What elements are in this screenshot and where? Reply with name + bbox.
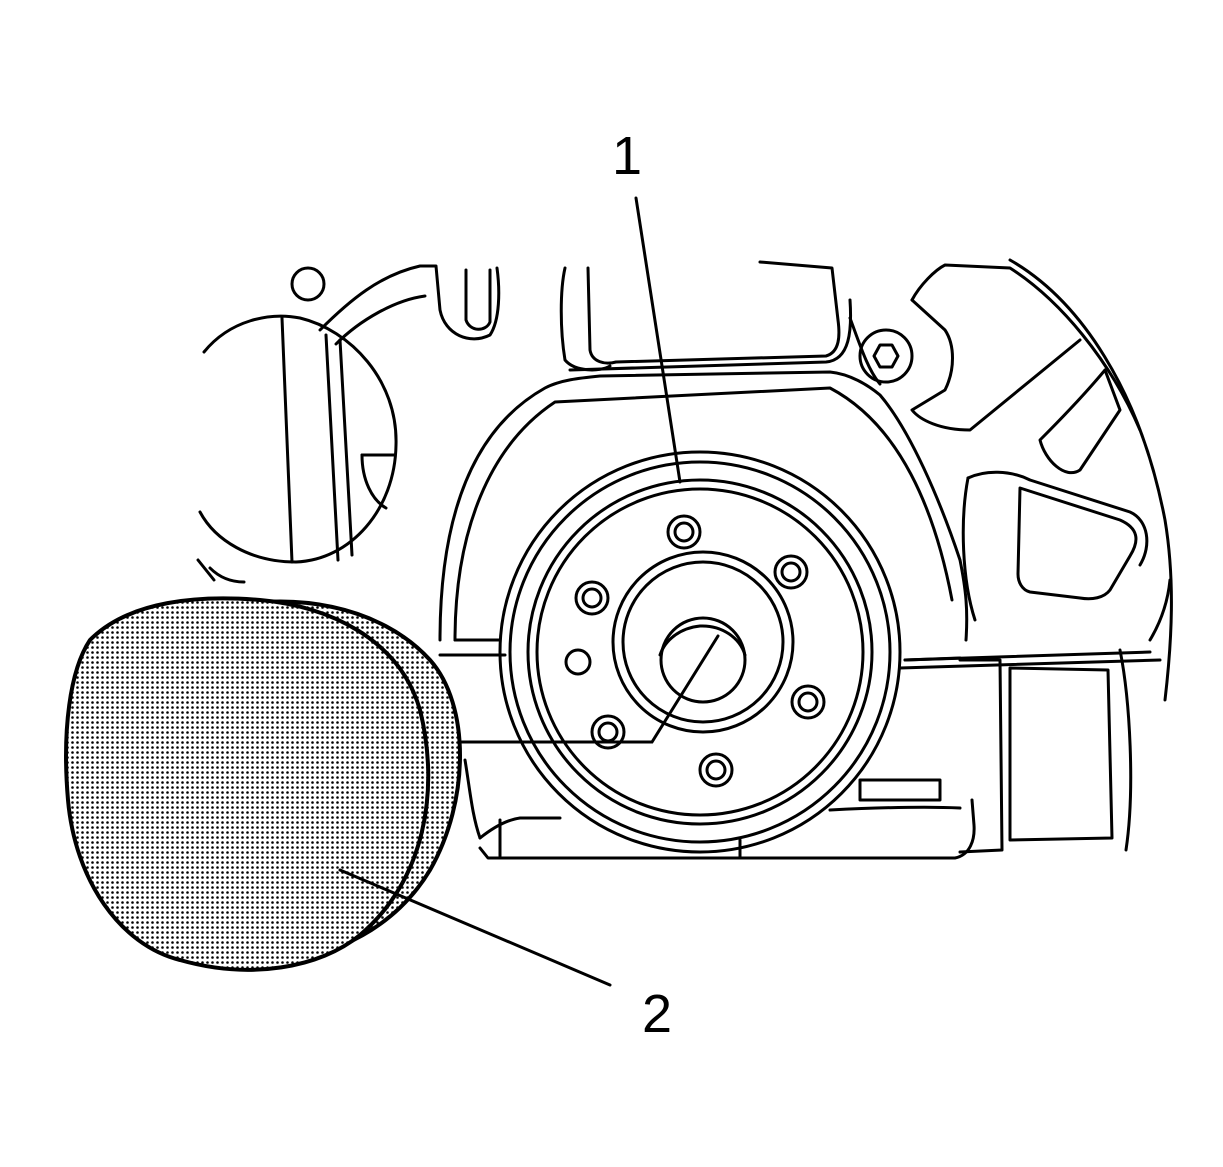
left-bolt-head [290,266,326,302]
crankshaft-flange [611,550,795,734]
callout-2: 2 [642,984,672,1044]
leader-line-1 [634,196,682,484]
front-cover [438,370,969,662]
leader-line-2a [338,868,612,987]
bolt-3 [790,684,826,720]
flange-bolts [564,514,826,788]
left-housing-arc [198,314,398,564]
dowel-hole [564,648,592,676]
bolt-2 [773,554,809,590]
right-window [1016,486,1138,601]
engine-block [196,258,1173,860]
bolt-1 [666,514,702,550]
callout-1: 1 [612,126,642,186]
bolt-4 [698,752,734,788]
bolt-6 [574,580,610,616]
seal-protector-disc [64,596,462,972]
bolt-5 [590,714,626,750]
hex-bolt [858,328,914,384]
leader-line-2b [460,634,720,744]
crankshaft-seal [498,450,902,854]
